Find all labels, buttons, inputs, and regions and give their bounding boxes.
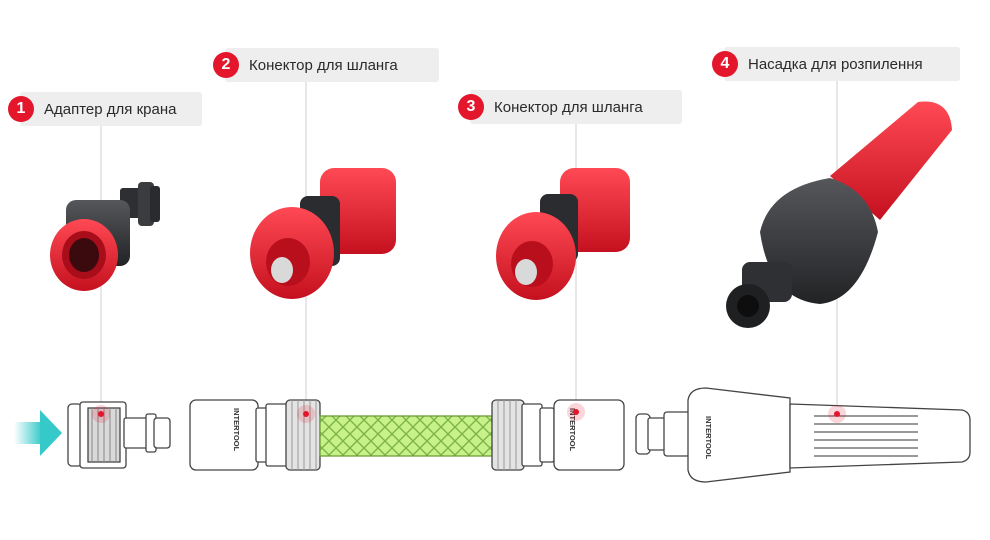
hotspots <box>92 403 846 423</box>
callout-tap-adapter: 1 Адаптер для крана <box>8 92 202 126</box>
brand-mark-3: INTERTOOL <box>704 416 713 460</box>
callout-text: Адаптер для крана <box>44 100 177 118</box>
brand-mark-2: INTERTOOL <box>568 408 577 452</box>
callout-number: 2 <box>213 52 239 78</box>
hose-connector-outline-1 <box>189 399 321 471</box>
callout-text: Конектор для шланга <box>249 56 398 74</box>
callout-hose-connector-1: 2 Конектор для шланга <box>213 48 439 82</box>
hose-connector-photo-2 <box>496 168 630 300</box>
garden-hose <box>319 415 495 457</box>
hose-connector-outline-2 <box>491 399 625 471</box>
hose-connector-photo-1 <box>250 168 396 299</box>
brand-mark-1: INTERTOOL <box>232 408 241 452</box>
tap-adapter-photo <box>50 182 160 291</box>
callout-number: 4 <box>712 51 738 77</box>
callout-text: Насадка для розпилення <box>748 55 923 73</box>
callout-text: Конектор для шланга <box>494 98 643 116</box>
water-flow-arrow <box>14 410 62 456</box>
leader-lines <box>100 80 838 414</box>
tap-adapter-outline <box>67 401 171 469</box>
callout-number: 1 <box>8 96 34 122</box>
spray-nozzle-outline <box>635 387 971 483</box>
spray-nozzle-photo <box>726 101 952 328</box>
callout-hose-connector-2: 3 Конектор для шланга <box>458 90 682 124</box>
callout-spray-nozzle: 4 Насадка для розпилення <box>712 47 960 81</box>
callout-number: 3 <box>458 94 484 120</box>
